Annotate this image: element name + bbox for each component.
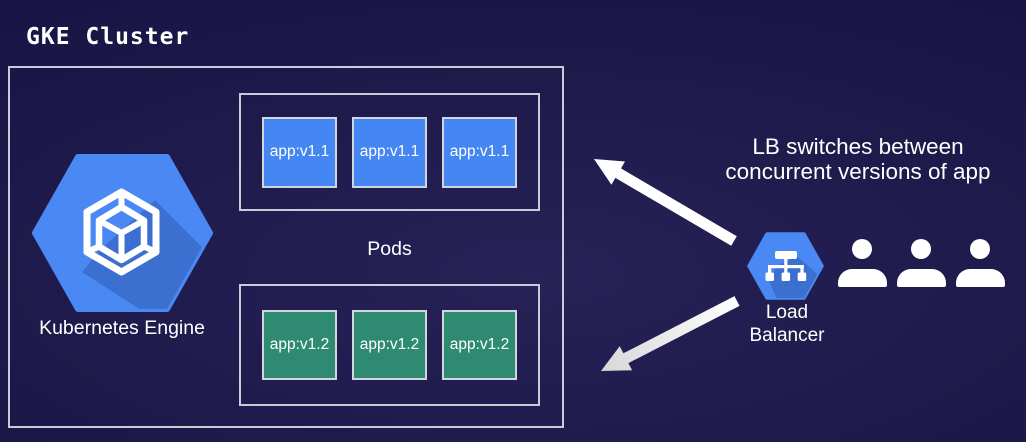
user-icon (838, 239, 887, 287)
pod-group-v1-1: app:v1.1 app:v1.1 app:v1.1 (239, 93, 540, 211)
user-head (852, 239, 872, 259)
cluster-boundary (8, 66, 564, 428)
user-body (897, 269, 946, 287)
user-body (838, 269, 887, 287)
pod-app-v1-1: app:v1.1 (262, 116, 337, 188)
users-group (838, 239, 1005, 287)
diagram-title: GKE Cluster (26, 24, 190, 50)
arrow-to-v1-2 (601, 296, 740, 371)
annotation-line1: LB switches between (752, 134, 964, 159)
user-body (956, 269, 1005, 287)
pod-app-v1-1: app:v1.1 (352, 116, 427, 188)
pod-app-v1-2: app:v1.2 (442, 310, 517, 380)
kubernetes-engine-icon (32, 154, 213, 312)
user-icon (956, 239, 1005, 287)
kubernetes-engine-label: Kubernetes Engine (39, 317, 205, 339)
pod-app-v1-1: app:v1.1 (442, 116, 517, 188)
user-icon (897, 239, 946, 287)
load-balancer-label: Load Balancer (731, 301, 843, 347)
annotation-line2: concurrent versions of app (725, 159, 991, 184)
load-balancer-icon (747, 232, 824, 300)
load-balancer-label-line2: Balancer (749, 325, 825, 346)
load-balancer-label-line1: Load (765, 302, 809, 323)
annotation-text: LB switches between concurrent versions … (690, 134, 1026, 184)
sitemap-glyph (765, 251, 807, 281)
pod-group-v1-2: app:v1.2 app:v1.2 app:v1.2 (239, 284, 540, 406)
pods-label: Pods (367, 238, 412, 260)
user-head (970, 239, 990, 259)
pod-app-v1-2: app:v1.2 (262, 310, 337, 380)
pod-app-v1-2: app:v1.2 (352, 310, 427, 380)
user-head (911, 239, 931, 259)
